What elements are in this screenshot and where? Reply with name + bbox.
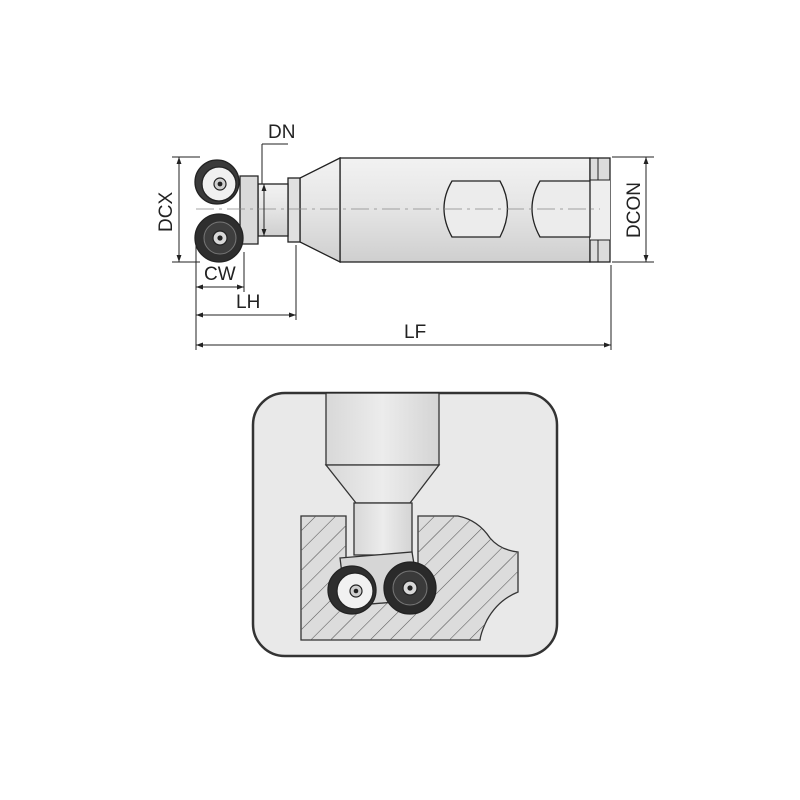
label-lh: LH [236,292,260,313]
app-shank [325,392,440,466]
label-dn: DN [268,122,295,143]
app-neck [353,502,413,556]
neck [257,183,289,237]
label-lf: LF [404,322,426,343]
application-view [251,391,559,658]
dimension-lines: DN DCX DCON CW LH LF [156,122,654,350]
taper [299,156,341,264]
cutter-head [239,175,259,245]
label-dcon: DCON [624,182,645,238]
neck-ring [287,177,301,243]
label-dcx: DCX [156,192,177,232]
label-cw: CW [204,264,236,285]
side-view [194,156,611,264]
